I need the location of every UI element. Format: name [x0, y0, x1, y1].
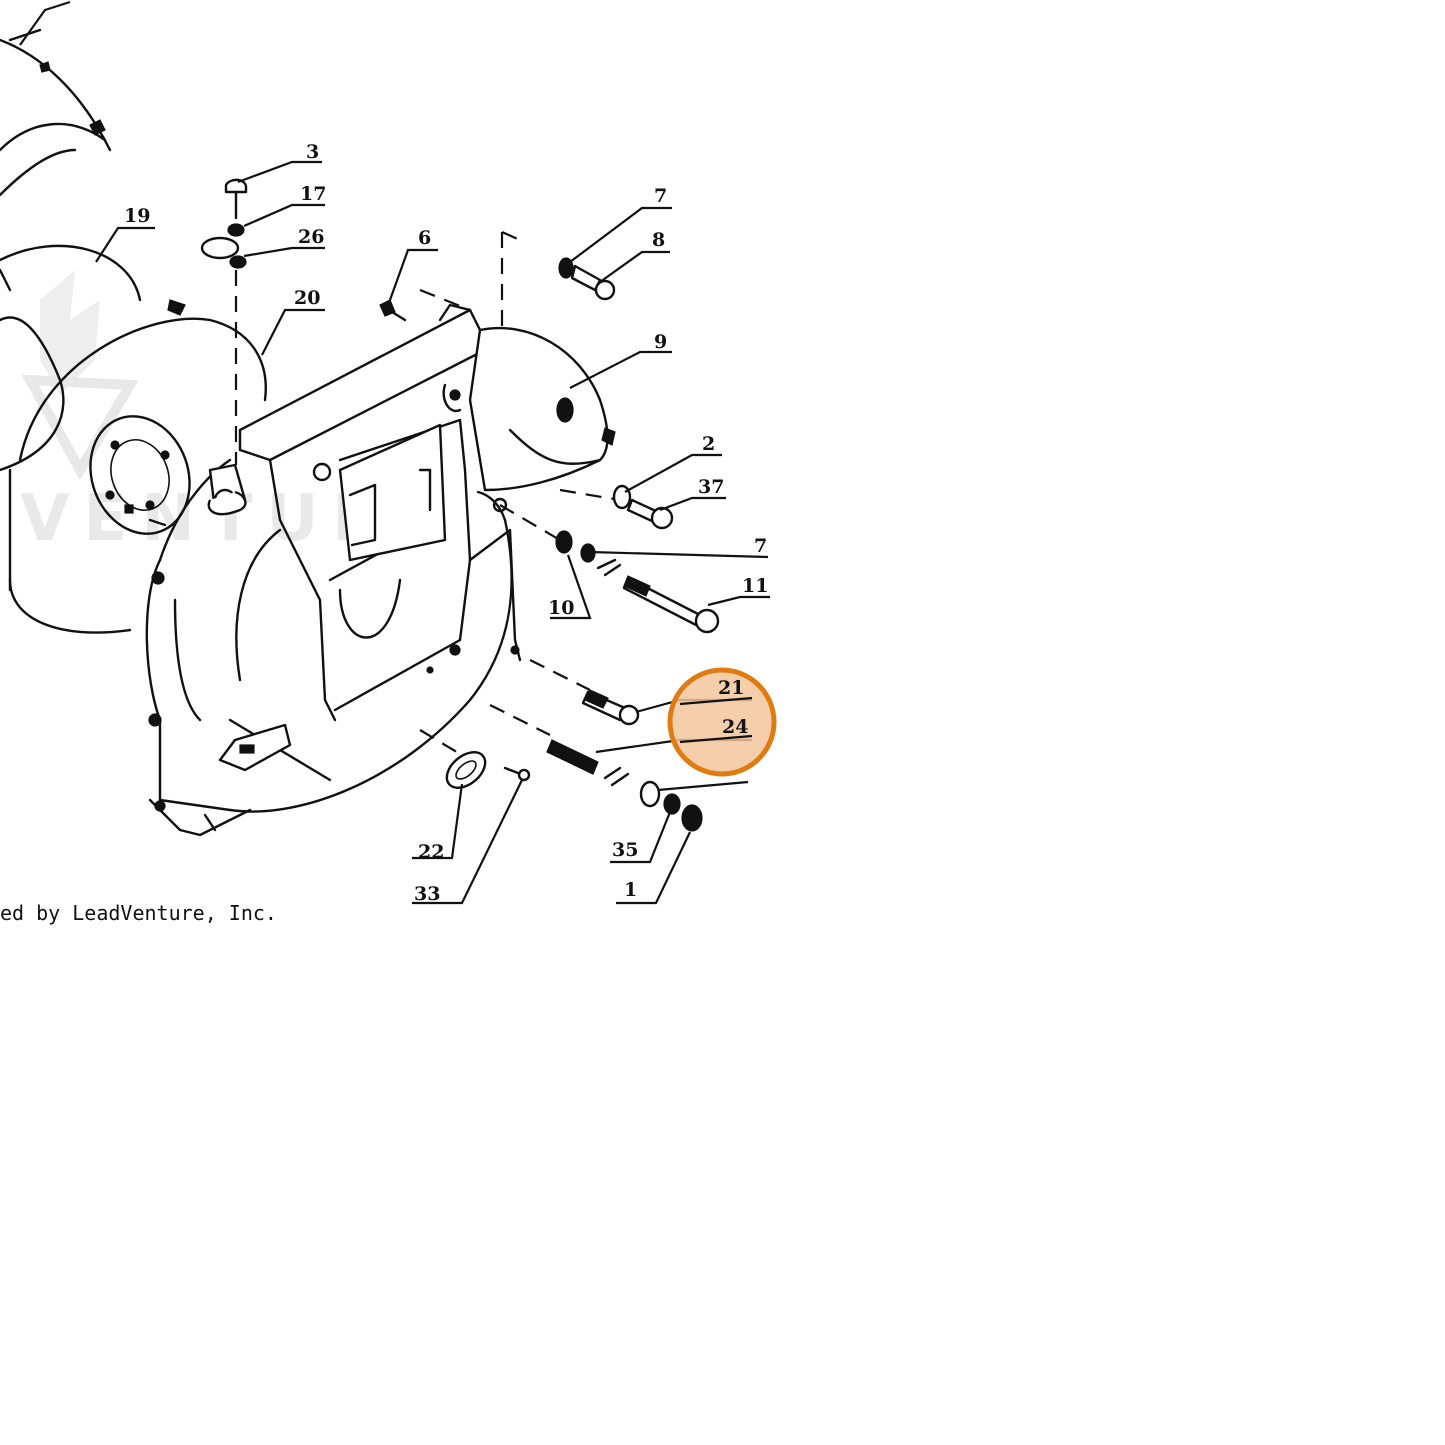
callout-8: 8	[652, 229, 665, 251]
callout-17: 17	[300, 183, 326, 205]
callout-7-mid: 7	[754, 535, 767, 557]
callout-22: 22	[418, 841, 444, 863]
callout-3: 3	[306, 141, 319, 163]
callout-35: 35	[612, 839, 638, 861]
callout-21: 21	[718, 677, 744, 699]
callout-11: 11	[742, 575, 768, 597]
fan-wheel	[8, 299, 267, 634]
callout-6: 6	[418, 227, 431, 249]
blower-cover	[468, 326, 616, 513]
blower-housing	[145, 458, 513, 837]
copyright-text: ed by LeadVenture, Inc.	[0, 901, 277, 925]
flywheel-disk	[0, 244, 142, 472]
highlight-circle[interactable]	[667, 667, 777, 777]
callout-24: 24	[722, 716, 748, 738]
callout-10: 10	[548, 597, 574, 619]
assembly-guides	[234, 230, 621, 761]
callout-7-top: 7	[654, 185, 667, 207]
callout-37: 37	[698, 476, 724, 498]
hardware-parts	[200, 178, 720, 832]
callout-labels: 3 17 26 19 20 6 7 8 9 2 37 7 11 10 22 33…	[124, 141, 768, 905]
callout-26: 26	[298, 226, 324, 248]
callout-33: 33	[414, 883, 440, 905]
callout-1: 1	[624, 879, 637, 901]
callout-19: 19	[124, 205, 150, 227]
callout-2: 2	[702, 433, 715, 455]
callout-9: 9	[654, 331, 667, 353]
highlight-marker[interactable]: 21 24	[667, 667, 777, 777]
fan-housing-fragment	[0, 28, 112, 197]
callout-20: 20	[294, 287, 320, 309]
